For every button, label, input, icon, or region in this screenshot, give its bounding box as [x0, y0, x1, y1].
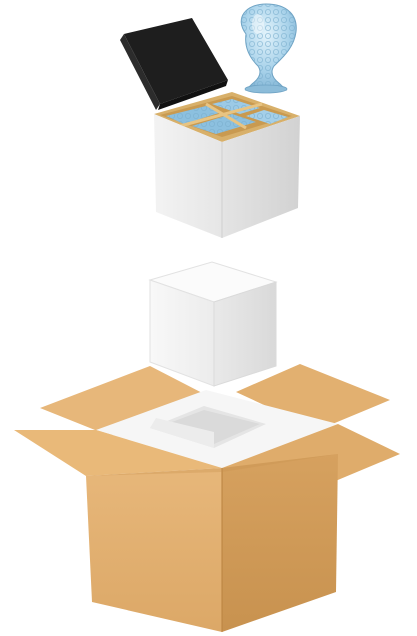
- cardboard-box-front: [86, 468, 222, 632]
- glass-vase: [241, 4, 296, 93]
- cardboard-box: [14, 364, 400, 632]
- gift-box-lid: [124, 18, 228, 104]
- cardboard-box-side: [222, 454, 338, 632]
- foam-insert-cube: [150, 262, 276, 386]
